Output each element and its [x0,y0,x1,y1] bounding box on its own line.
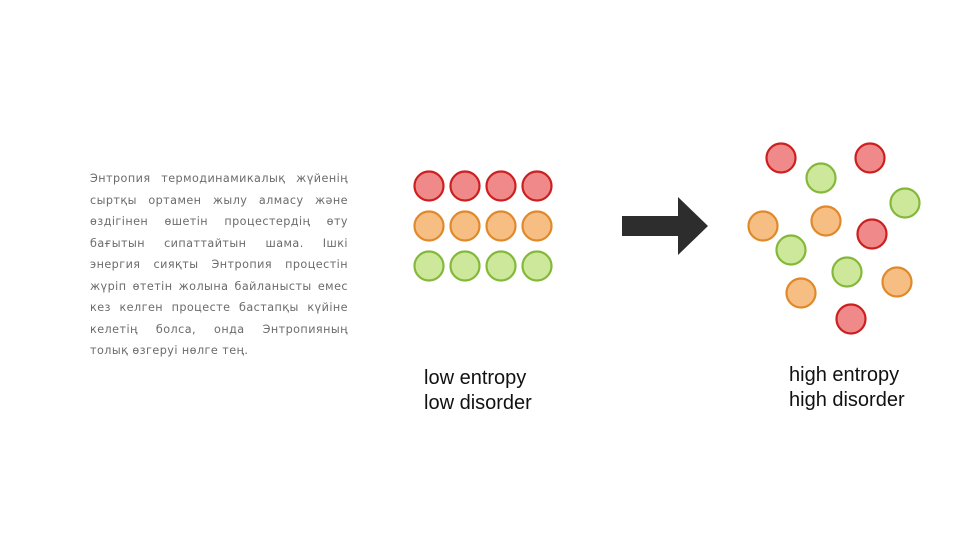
high-entropy-caption-line2: high disorder [789,389,905,411]
ordered-green-ball [449,250,481,282]
ordered-orange-ball [413,210,445,242]
scattered-red-ball [835,303,867,335]
low-entropy-caption-line2: low disorder [424,392,532,414]
low-entropy-grid [413,170,553,282]
scattered-orange-ball [881,266,913,298]
ordered-green-ball [485,250,517,282]
right-arrow-icon [622,197,708,255]
ordered-red-ball [449,170,481,202]
scattered-orange-ball [785,277,817,309]
entropy-description: Энтропия термодинамикалық жүйенің сыртқы… [90,172,348,357]
scattered-red-ball [854,142,886,174]
scattered-green-ball [831,256,863,288]
ordered-red-ball [521,170,553,202]
ordered-green-ball [521,250,553,282]
ordered-orange-ball [449,210,481,242]
ordered-red-ball [413,170,445,202]
scattered-red-ball [765,142,797,174]
ordered-green-ball [413,250,445,282]
ordered-orange-ball [485,210,517,242]
scattered-green-ball [889,187,921,219]
ordered-red-ball [485,170,517,202]
ordered-orange-ball [521,210,553,242]
low-entropy-caption-line1: low entropy [424,367,526,389]
high-entropy-caption-line1: high entropy [789,364,899,386]
scattered-green-ball [805,162,837,194]
scattered-green-ball [775,234,807,266]
scattered-red-ball [856,218,888,250]
high-entropy-scatter [747,142,921,335]
scattered-orange-ball [810,205,842,237]
scattered-orange-ball [747,210,779,242]
